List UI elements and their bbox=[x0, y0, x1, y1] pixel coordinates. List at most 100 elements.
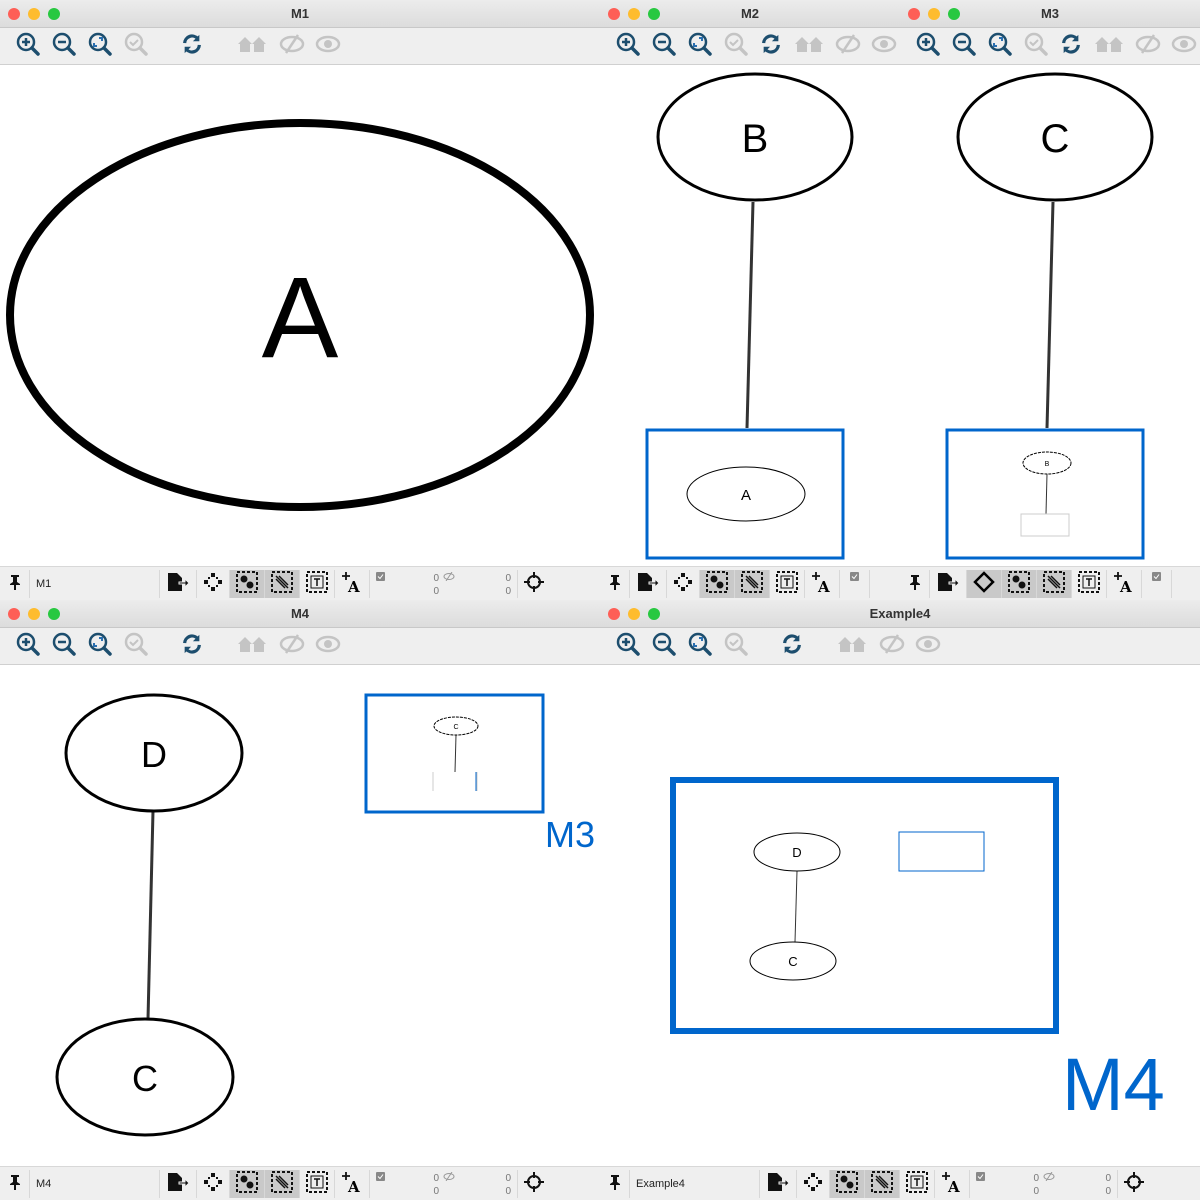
select-all-button[interactable] bbox=[197, 569, 230, 598]
node-c[interactable] bbox=[956, 72, 1154, 202]
maximize-button[interactable] bbox=[948, 8, 960, 20]
select-nodes-button[interactable] bbox=[230, 1169, 265, 1198]
select-annotations-button[interactable] bbox=[1072, 569, 1107, 598]
node-c[interactable] bbox=[55, 1017, 235, 1137]
select-annotations-button[interactable] bbox=[900, 1169, 935, 1198]
zoom-in-button[interactable] bbox=[16, 32, 40, 58]
home-button[interactable] bbox=[794, 34, 824, 58]
refresh-button[interactable] bbox=[760, 33, 782, 58]
zoom-selection-button[interactable] bbox=[124, 632, 148, 658]
center-view-button[interactable] bbox=[518, 1170, 550, 1198]
home-button[interactable] bbox=[236, 34, 268, 58]
maximize-button[interactable] bbox=[648, 608, 660, 620]
hide-button[interactable] bbox=[879, 633, 905, 658]
pin-button[interactable] bbox=[900, 569, 930, 598]
submodel-m4[interactable] bbox=[670, 777, 1059, 1034]
maximize-button[interactable] bbox=[48, 608, 60, 620]
zoom-out-button[interactable] bbox=[952, 32, 976, 58]
show-button[interactable] bbox=[915, 634, 941, 658]
submodel-m3[interactable] bbox=[364, 693, 545, 814]
minimize-button[interactable] bbox=[928, 8, 940, 20]
export-button[interactable] bbox=[160, 569, 197, 598]
zoom-in-button[interactable] bbox=[616, 32, 640, 58]
zoom-selection-button[interactable] bbox=[1024, 32, 1048, 58]
zoom-fit-button[interactable] bbox=[988, 32, 1012, 58]
home-button[interactable] bbox=[236, 634, 268, 658]
pin-button[interactable] bbox=[0, 1169, 30, 1198]
export-button[interactable] bbox=[930, 569, 967, 598]
select-edges-button[interactable] bbox=[265, 569, 300, 598]
show-button[interactable] bbox=[315, 34, 341, 58]
home-button[interactable] bbox=[836, 634, 868, 658]
zoom-in-button[interactable] bbox=[16, 632, 40, 658]
zoom-in-button[interactable] bbox=[916, 32, 940, 58]
close-button[interactable] bbox=[8, 8, 20, 20]
refresh-button[interactable] bbox=[780, 633, 804, 658]
zoom-out-button[interactable] bbox=[52, 632, 76, 658]
close-button[interactable] bbox=[608, 608, 620, 620]
zoom-selection-button[interactable] bbox=[724, 32, 748, 58]
select-nodes-button[interactable] bbox=[230, 569, 265, 598]
close-button[interactable] bbox=[908, 8, 920, 20]
hide-button[interactable] bbox=[1135, 33, 1161, 58]
hide-button[interactable] bbox=[835, 33, 861, 58]
show-button[interactable] bbox=[871, 34, 897, 58]
close-button[interactable] bbox=[608, 8, 620, 20]
close-button[interactable] bbox=[8, 608, 20, 620]
select-all-button[interactable] bbox=[197, 1169, 230, 1198]
refresh-button[interactable] bbox=[1060, 33, 1082, 58]
zoom-selection-button[interactable] bbox=[724, 632, 748, 658]
select-nodes-button[interactable] bbox=[1002, 569, 1037, 598]
select-all-button[interactable] bbox=[797, 1169, 830, 1198]
zoom-out-button[interactable] bbox=[52, 32, 76, 58]
diagram-canvas[interactable]: A bbox=[0, 65, 600, 566]
select-edges-button[interactable] bbox=[1037, 569, 1072, 598]
zoom-fit-button[interactable] bbox=[88, 32, 112, 58]
select-nodes-button[interactable] bbox=[700, 569, 735, 598]
annotation-text-button[interactable]: A bbox=[1107, 569, 1142, 598]
hide-button[interactable] bbox=[279, 33, 305, 58]
zoom-out-button[interactable] bbox=[652, 632, 676, 658]
select-annotations-button[interactable] bbox=[770, 569, 805, 598]
select-diamond-button[interactable] bbox=[967, 569, 1002, 598]
diagram-canvas[interactable]: D C C M3 bbox=[0, 665, 600, 1166]
node-b[interactable] bbox=[656, 72, 854, 202]
pin-button[interactable] bbox=[600, 1169, 630, 1198]
annotation-text-button[interactable]: A bbox=[805, 569, 840, 598]
zoom-in-button[interactable] bbox=[616, 632, 640, 658]
diagram-canvas[interactable]: D C M4 bbox=[600, 665, 1200, 1166]
zoom-fit-button[interactable] bbox=[688, 32, 712, 58]
hide-button[interactable] bbox=[279, 633, 305, 658]
node-a[interactable] bbox=[6, 119, 594, 511]
select-nodes-button[interactable] bbox=[830, 1169, 865, 1198]
select-annotations-button[interactable] bbox=[300, 569, 335, 598]
export-button[interactable] bbox=[160, 1169, 197, 1198]
center-view-button[interactable] bbox=[518, 570, 550, 598]
select-edges-button[interactable] bbox=[265, 1169, 300, 1198]
zoom-fit-button[interactable] bbox=[88, 632, 112, 658]
submodel-m1[interactable] bbox=[645, 428, 845, 560]
show-button[interactable] bbox=[1171, 34, 1197, 58]
minimize-button[interactable] bbox=[628, 608, 640, 620]
diagram-canvas[interactable]: C B bbox=[900, 65, 1200, 566]
diagram-canvas[interactable]: B A bbox=[600, 65, 900, 566]
home-button[interactable] bbox=[1094, 34, 1124, 58]
annotation-text-button[interactable]: A bbox=[335, 569, 370, 598]
zoom-out-button[interactable] bbox=[652, 32, 676, 58]
select-annotations-button[interactable] bbox=[300, 1169, 335, 1198]
select-edges-button[interactable] bbox=[865, 1169, 900, 1198]
pin-button[interactable] bbox=[0, 569, 30, 598]
refresh-button[interactable] bbox=[180, 633, 204, 658]
submodel-m2[interactable] bbox=[945, 428, 1145, 560]
maximize-button[interactable] bbox=[48, 8, 60, 20]
show-button[interactable] bbox=[315, 634, 341, 658]
node-d[interactable] bbox=[64, 693, 244, 813]
refresh-button[interactable] bbox=[180, 33, 204, 58]
annotation-text-button[interactable]: A bbox=[335, 1169, 370, 1198]
minimize-button[interactable] bbox=[28, 608, 40, 620]
select-edges-button[interactable] bbox=[735, 569, 770, 598]
annotation-text-button[interactable]: A bbox=[935, 1169, 970, 1198]
center-view-button[interactable] bbox=[1118, 1170, 1150, 1198]
export-button[interactable] bbox=[760, 1169, 797, 1198]
minimize-button[interactable] bbox=[28, 8, 40, 20]
